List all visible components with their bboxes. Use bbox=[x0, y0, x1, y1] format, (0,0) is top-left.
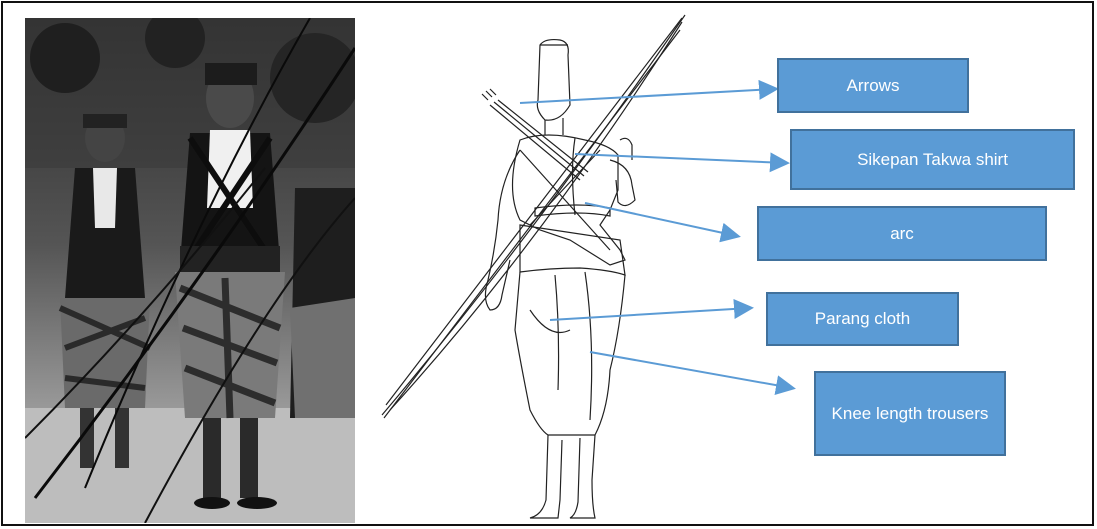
archer-photo-graphic bbox=[25, 18, 355, 523]
bow-shape bbox=[382, 15, 685, 415]
bow-string bbox=[384, 30, 680, 418]
archer-photo bbox=[25, 18, 355, 523]
archer-figure-graphic bbox=[370, 10, 700, 525]
belt bbox=[535, 205, 610, 216]
label-parang-cloth: Parang cloth bbox=[766, 292, 959, 346]
label-sikepan-takwa-shirt: Sikepan Takwa shirt bbox=[790, 129, 1075, 190]
label-knee-length-trousers: Knee length trousers bbox=[814, 371, 1006, 456]
label-arrows: Arrows bbox=[777, 58, 969, 113]
archer-line-drawing bbox=[370, 10, 700, 525]
label-arc: arc bbox=[757, 206, 1047, 261]
